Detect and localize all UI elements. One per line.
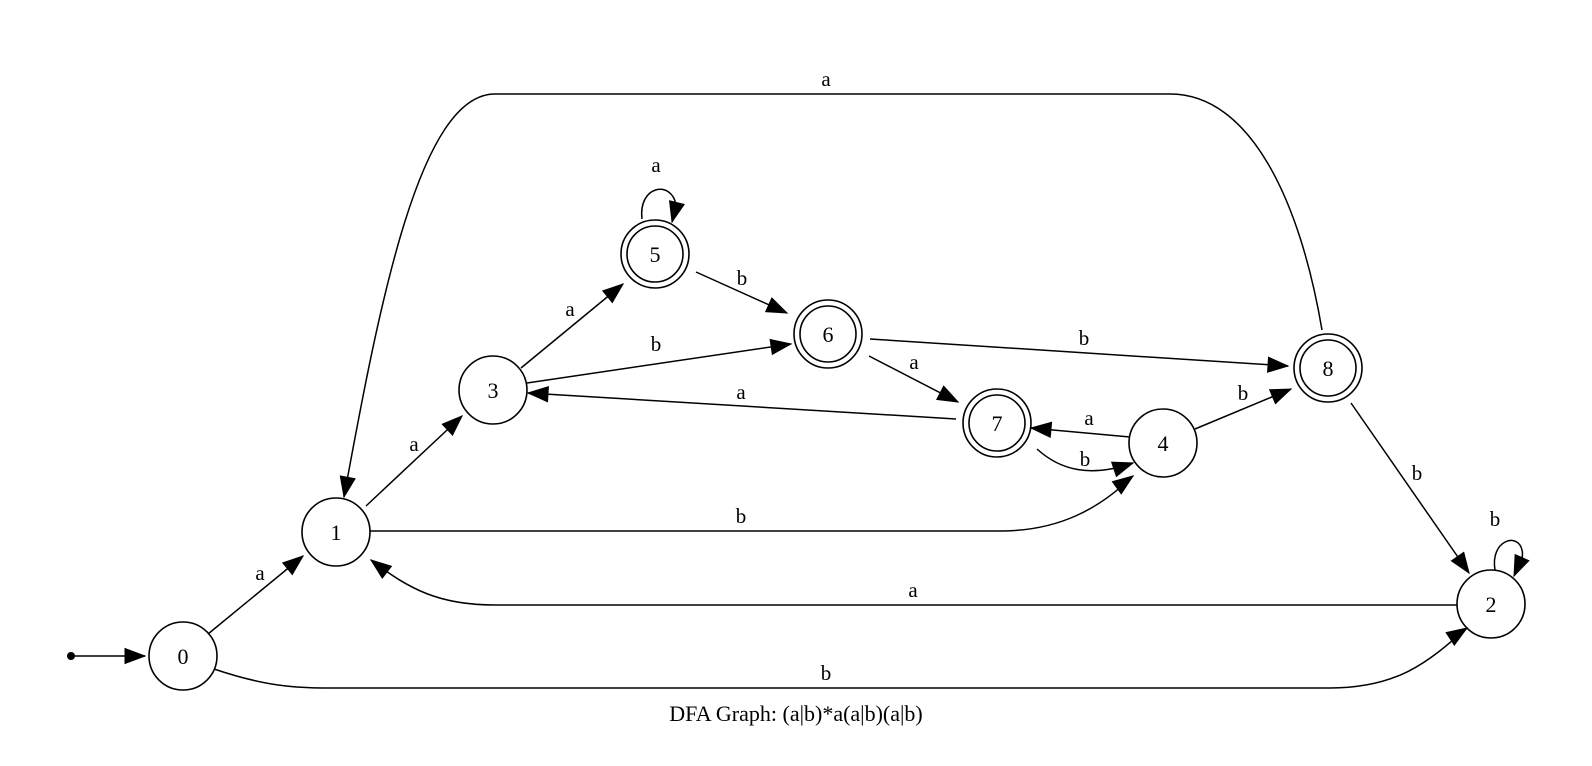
edge-arrowhead xyxy=(339,475,356,499)
state-5[interactable]: 5 xyxy=(620,219,690,289)
edge-arrowhead xyxy=(764,297,789,314)
edge-label: b xyxy=(737,266,748,290)
transition-7-to-4[interactable]: b xyxy=(1036,447,1135,478)
edge-arrowhead xyxy=(601,283,625,304)
state-circle xyxy=(1128,408,1198,478)
edge-arrowhead xyxy=(526,386,549,403)
edge-label: a xyxy=(565,297,575,321)
edge-line xyxy=(527,392,957,420)
edge-arrowhead xyxy=(1445,627,1469,647)
transition-2-to-2[interactable]: b xyxy=(1490,507,1530,578)
state-label: 1 xyxy=(331,520,342,545)
diagram-caption: DFA Graph: (a|b)*a(a|b)(a|b) xyxy=(669,701,922,726)
edge-line xyxy=(370,475,1134,532)
edge-label: b xyxy=(736,504,747,528)
transition-2-to-1[interactable]: a xyxy=(369,559,1457,606)
state-7[interactable]: 7 xyxy=(962,388,1032,458)
edge-label: a xyxy=(1084,406,1094,430)
transition-1-to-4[interactable]: b xyxy=(370,475,1135,532)
transition-4-to-7[interactable]: a xyxy=(1029,406,1131,439)
edge-label: a xyxy=(908,578,918,602)
edge-arrowhead xyxy=(1110,461,1135,478)
edge-label: a xyxy=(736,380,746,404)
state-label: 6 xyxy=(823,322,834,347)
state-circle xyxy=(458,355,528,425)
edge-line xyxy=(520,283,624,369)
edge-line xyxy=(869,338,1289,367)
edge-line xyxy=(365,415,463,507)
edge-label: b xyxy=(651,332,662,356)
edge-arrowhead xyxy=(1267,356,1290,373)
state-6[interactable]: 6 xyxy=(793,299,863,369)
transition-8-to-1[interactable]: a xyxy=(339,67,1323,499)
state-circle xyxy=(962,388,1032,458)
edge-line xyxy=(1350,402,1470,574)
edge-arrowhead xyxy=(1513,553,1530,578)
edge-label: b xyxy=(1412,461,1423,485)
edge-arrowhead xyxy=(1029,421,1053,439)
state-label: 5 xyxy=(650,242,661,267)
edge-label: b xyxy=(821,661,832,685)
nodes-layer: 0 1 2 3 4 5 6 7 8 xyxy=(148,219,1526,691)
state-label: 4 xyxy=(1158,431,1169,456)
transition-8-to-2[interactable]: b xyxy=(1350,402,1470,575)
transition-5-to-5[interactable]: a xyxy=(641,153,685,224)
transition-0-to-1[interactable]: a xyxy=(207,555,305,635)
state-circle xyxy=(148,621,218,691)
state-3[interactable]: 3 xyxy=(458,355,528,425)
transition-3-to-6[interactable]: b xyxy=(526,332,793,384)
state-2[interactable]: 2 xyxy=(1456,569,1526,639)
transition-6-to-8[interactable]: b xyxy=(869,326,1290,373)
transition-6-to-7[interactable]: a xyxy=(868,350,960,403)
edge-label: a xyxy=(255,561,265,585)
edge-arrowhead xyxy=(936,385,960,403)
edge-arrowhead xyxy=(1450,551,1470,575)
state-label: 3 xyxy=(488,378,499,403)
accepting-ring xyxy=(799,305,857,363)
state-label: 8 xyxy=(1323,356,1334,381)
edge-arrowhead xyxy=(769,338,793,356)
edge-label: a xyxy=(821,67,831,91)
edge-label: b xyxy=(1080,447,1091,471)
state-circle xyxy=(1293,333,1363,403)
edge-label: a xyxy=(651,153,661,177)
edge-arrowhead xyxy=(668,200,685,224)
state-4[interactable]: 4 xyxy=(1128,408,1198,478)
edge-arrowhead xyxy=(1268,388,1293,405)
edge-line xyxy=(343,93,1323,498)
edge-arrowhead xyxy=(369,559,393,580)
edge-label: b xyxy=(1238,381,1249,405)
edge-label: b xyxy=(1079,326,1090,350)
state-0[interactable]: 0 xyxy=(148,621,218,691)
edge-line xyxy=(526,343,792,384)
edge-label: a xyxy=(409,432,419,456)
state-label: 0 xyxy=(178,644,189,669)
state-8[interactable]: 8 xyxy=(1293,333,1363,403)
transition-1-to-3[interactable]: a xyxy=(365,415,464,507)
accepting-ring xyxy=(1299,339,1357,397)
transition-7-to-3[interactable]: a xyxy=(526,380,957,420)
start-arrowhead xyxy=(124,647,147,665)
accepting-ring xyxy=(968,394,1026,452)
transition-4-to-8[interactable]: b xyxy=(1194,381,1293,430)
edge-arrowhead xyxy=(441,415,464,437)
state-circle xyxy=(1456,569,1526,639)
state-circle xyxy=(793,299,863,369)
transition-5-to-6[interactable]: b xyxy=(695,266,789,314)
edge-label: b xyxy=(1490,507,1501,531)
state-label: 7 xyxy=(992,411,1003,436)
transition-3-to-5[interactable]: a xyxy=(520,283,625,369)
state-circle xyxy=(301,497,371,567)
state-1[interactable]: 1 xyxy=(301,497,371,567)
state-circle xyxy=(620,219,690,289)
edge-line xyxy=(213,627,1468,689)
edge-label: a xyxy=(909,350,919,374)
state-label: 2 xyxy=(1486,592,1497,617)
edge-arrowhead xyxy=(1111,475,1135,495)
transition-0-to-2[interactable]: b xyxy=(213,627,1469,689)
accepting-ring xyxy=(626,225,684,283)
edge-arrowhead xyxy=(281,555,305,576)
